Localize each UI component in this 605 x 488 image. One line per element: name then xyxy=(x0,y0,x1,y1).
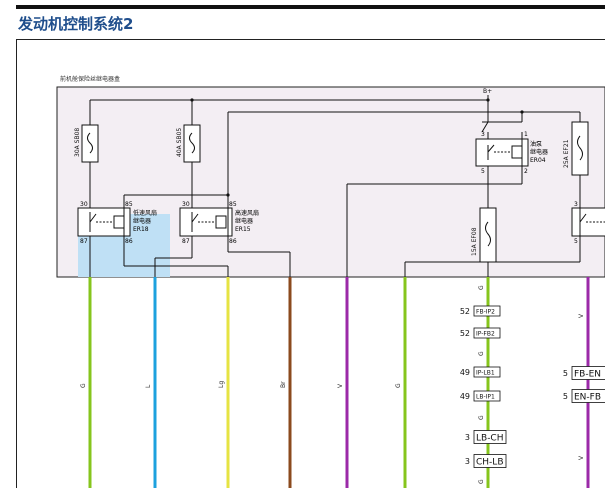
er18-name-2: 继电器 xyxy=(133,217,151,225)
connector-v-0-box xyxy=(571,366,605,380)
fuse-sb05: 40A SB05 xyxy=(176,124,201,163)
supply-label: B+ xyxy=(483,88,492,95)
er04-name-3: ER04 xyxy=(530,157,546,164)
connector-g-4-pin: 3 xyxy=(465,433,470,442)
wire-w3-code: Lg xyxy=(218,381,225,388)
fuse-ef08: 15A EF08 xyxy=(471,207,497,263)
er15-name-1: 高速风扇 xyxy=(235,209,259,217)
connector-g-2-box xyxy=(473,366,501,378)
connector-g-2-pin: 49 xyxy=(460,368,470,377)
er04-pin-3: 3 xyxy=(481,131,485,138)
wire-code-repeat-0: G xyxy=(478,415,485,420)
er18-pin-30: 30 xyxy=(80,201,88,208)
wire-code-repeat-1: G xyxy=(478,479,485,484)
er04-name-2: 继电器 xyxy=(530,148,548,156)
connector-v-1-name: EN-FB xyxy=(574,393,601,403)
er18-pin-86: 86 xyxy=(125,238,133,245)
wire-w6-code: G xyxy=(395,383,402,388)
connector-g-4-box xyxy=(473,430,507,444)
connector-g-1-name: IP-FB2 xyxy=(476,331,495,338)
fuse-sb08: 30A SB08 xyxy=(74,124,99,163)
er15-pin-30: 30 xyxy=(182,201,190,208)
connector-v-1-pin: 5 xyxy=(563,392,568,401)
connector-g-5-name: CH-LB xyxy=(476,458,504,468)
connector-g-1-box xyxy=(473,327,501,339)
connector-g-1-pin: 52 xyxy=(460,329,470,338)
er04-pin-2: 2 xyxy=(524,168,528,175)
connector-stack-g: FB-IP252IP-FB252IP-LB149LB-IP149LB-CH3CH… xyxy=(460,305,507,468)
wire-w8-code: V xyxy=(578,313,585,318)
er04-name-1: 油泵 xyxy=(530,140,542,148)
partial-relay-pin-5: 5 xyxy=(574,238,578,245)
connector-v-0-pin: 5 xyxy=(563,369,568,378)
relay-er18: 30 85 87 86 低速风扇 继电器 ER18 xyxy=(77,200,157,245)
connector-g-5-box xyxy=(473,454,507,468)
fuse-ef21: 25A EF21 xyxy=(563,121,589,176)
internal-wiring xyxy=(89,95,581,277)
fuse-ef21-label: 25A EF21 xyxy=(563,139,570,168)
wire-w4-code: Br xyxy=(280,381,287,388)
er15-pin-86: 86 xyxy=(229,238,237,245)
fuse-sb05-label: 40A SB05 xyxy=(176,128,183,157)
connector-v-0-name: FB-EN xyxy=(574,370,601,380)
connector-g-3-name: LB-IP1 xyxy=(476,394,495,401)
connector-v-1-box xyxy=(571,389,605,403)
er18-name-1: 低速风扇 xyxy=(133,209,157,217)
junction-dots xyxy=(190,98,524,197)
diagram-frame xyxy=(16,39,605,488)
page-title: 发动机控制系统2 xyxy=(18,15,134,33)
connector-g-5-pin: 3 xyxy=(465,457,470,466)
relay-partial-right: 3 5 xyxy=(571,200,605,248)
fuse-ef08-label: 15A EF08 xyxy=(471,227,478,256)
wire-w5-code: V xyxy=(337,383,344,388)
partial-relay-pin-3: 3 xyxy=(574,201,578,208)
header-rule xyxy=(16,5,605,9)
er18-pin-85: 85 xyxy=(125,201,133,208)
connector-g-3-box xyxy=(473,390,501,402)
connector-g-0-pin: 52 xyxy=(460,307,470,316)
connector-g-4-name: LB-CH xyxy=(476,434,504,444)
er04-pin-5: 5 xyxy=(481,168,485,175)
wire-layer xyxy=(88,277,590,488)
er15-pin-85: 85 xyxy=(229,201,237,208)
connector-g-0-name: FB-IP2 xyxy=(476,309,495,316)
connector-g-2-name: IP-LB1 xyxy=(476,370,495,377)
wire-code-repeat-2: V xyxy=(578,455,585,460)
fuse-sb08-label: 30A SB08 xyxy=(74,128,81,157)
wire-w1-code: G xyxy=(80,383,87,388)
connector-g-0-box xyxy=(473,305,501,317)
er18-pin-87: 87 xyxy=(80,238,88,245)
wire-w2-code: L xyxy=(145,384,152,388)
relay-er15: 30 85 87 86 高速风扇 继电器 ER15 xyxy=(179,200,259,245)
er15-name-3: ER15 xyxy=(235,226,251,233)
wire-code-repeat-g2: G xyxy=(478,351,485,356)
connector-g-3-pin: 49 xyxy=(460,392,470,401)
er04-pin-1: 1 xyxy=(524,131,528,138)
er15-pin-87: 87 xyxy=(182,238,190,245)
er15-name-2: 继电器 xyxy=(235,217,253,225)
relay-er04: 3 1 5 2 油泵 继电器 ER04 xyxy=(475,131,548,175)
er18-name-3: ER18 xyxy=(133,226,149,233)
wire-w7-code: G xyxy=(478,285,485,290)
fuse-box-label: 前机舱保险丝继电器盒 xyxy=(60,75,120,83)
